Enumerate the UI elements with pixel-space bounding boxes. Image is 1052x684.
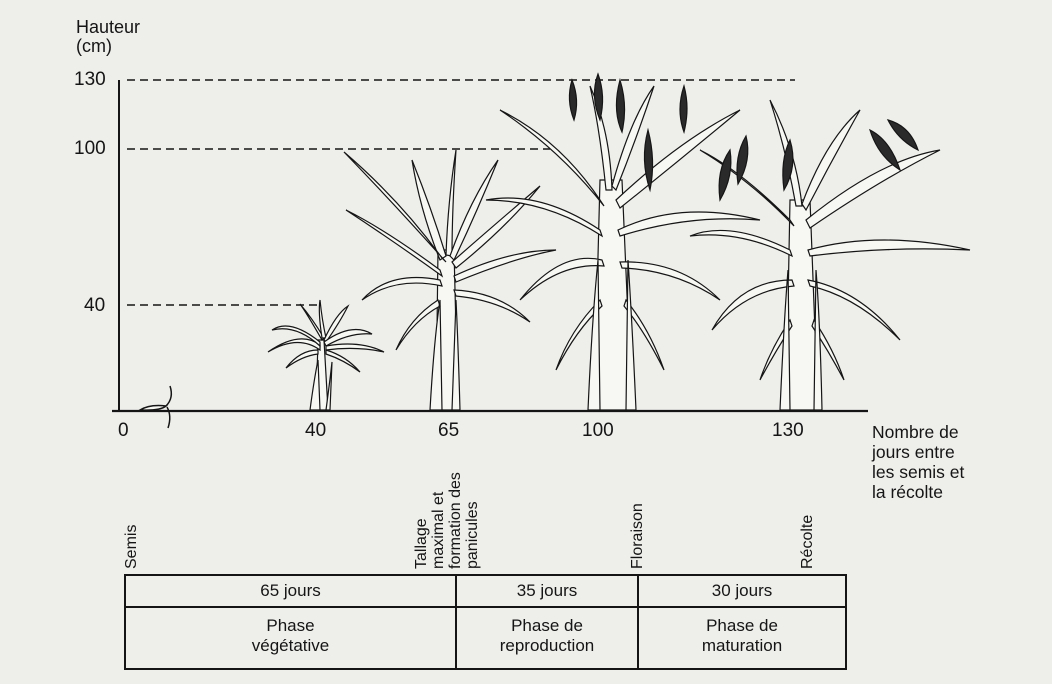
rice-seedling-icon: [140, 386, 171, 428]
x-tick-0: 0: [118, 421, 129, 440]
y-tick-40: 40: [84, 296, 105, 315]
y-tick-130: 130: [74, 70, 106, 89]
x-axis-title: Nombre de jours entre les semis et la ré…: [872, 422, 964, 502]
x-tick-40: 40: [305, 421, 326, 440]
stage-label-tallage-line1: Tallage: [413, 518, 430, 569]
phase-duration-vegetative: 65 jours: [125, 581, 456, 601]
rice-plant-40-days-icon: [268, 300, 384, 410]
rice-plant-65-days-icon: [344, 150, 556, 410]
x-axis-title-line2: jours entre: [872, 442, 964, 462]
x-axis-title-line3: les semis et: [872, 462, 964, 482]
x-axis-title-line4: la récolte: [872, 482, 964, 502]
y-tick-100: 100: [74, 139, 106, 158]
phase-name-reproduction-line1: Phase de: [456, 616, 638, 636]
phase-name-vegetative: Phase végétative: [125, 616, 456, 656]
stage-label-floraison: Floraison: [629, 503, 646, 569]
rice-plant-100-days-icon: [486, 74, 760, 410]
phase-duration-reproduction: 35 jours: [456, 581, 638, 601]
stage-label-tallage-line2: maximal et: [430, 492, 447, 569]
phase-name-maturation-line2: maturation: [638, 636, 846, 656]
phase-name-maturation-line1: Phase de: [638, 616, 846, 636]
y-axis-title: Hauteur (cm): [76, 18, 140, 56]
y-axis-title-line2: (cm): [76, 37, 140, 56]
stage-label-semis: Semis: [123, 525, 140, 569]
phase-name-vegetative-line1: Phase: [125, 616, 456, 636]
x-tick-100: 100: [582, 421, 614, 440]
phase-name-reproduction: Phase de reproduction: [456, 616, 638, 656]
stage-label-tallage-line4: panicules: [464, 501, 481, 569]
y-axis-title-line1: Hauteur: [76, 18, 140, 37]
rice-plant-130-days-icon: [690, 100, 970, 410]
phase-name-maturation: Phase de maturation: [638, 616, 846, 656]
phase-name-vegetative-line2: végétative: [125, 636, 456, 656]
stage-label-tallage-line3: formation des: [447, 472, 464, 569]
x-tick-130: 130: [772, 421, 804, 440]
phase-duration-maturation: 30 jours: [638, 581, 846, 601]
phase-name-reproduction-line2: reproduction: [456, 636, 638, 656]
x-axis-title-line1: Nombre de: [872, 422, 964, 442]
stage-label-recolte: Récolte: [799, 515, 816, 569]
x-tick-65: 65: [438, 421, 459, 440]
